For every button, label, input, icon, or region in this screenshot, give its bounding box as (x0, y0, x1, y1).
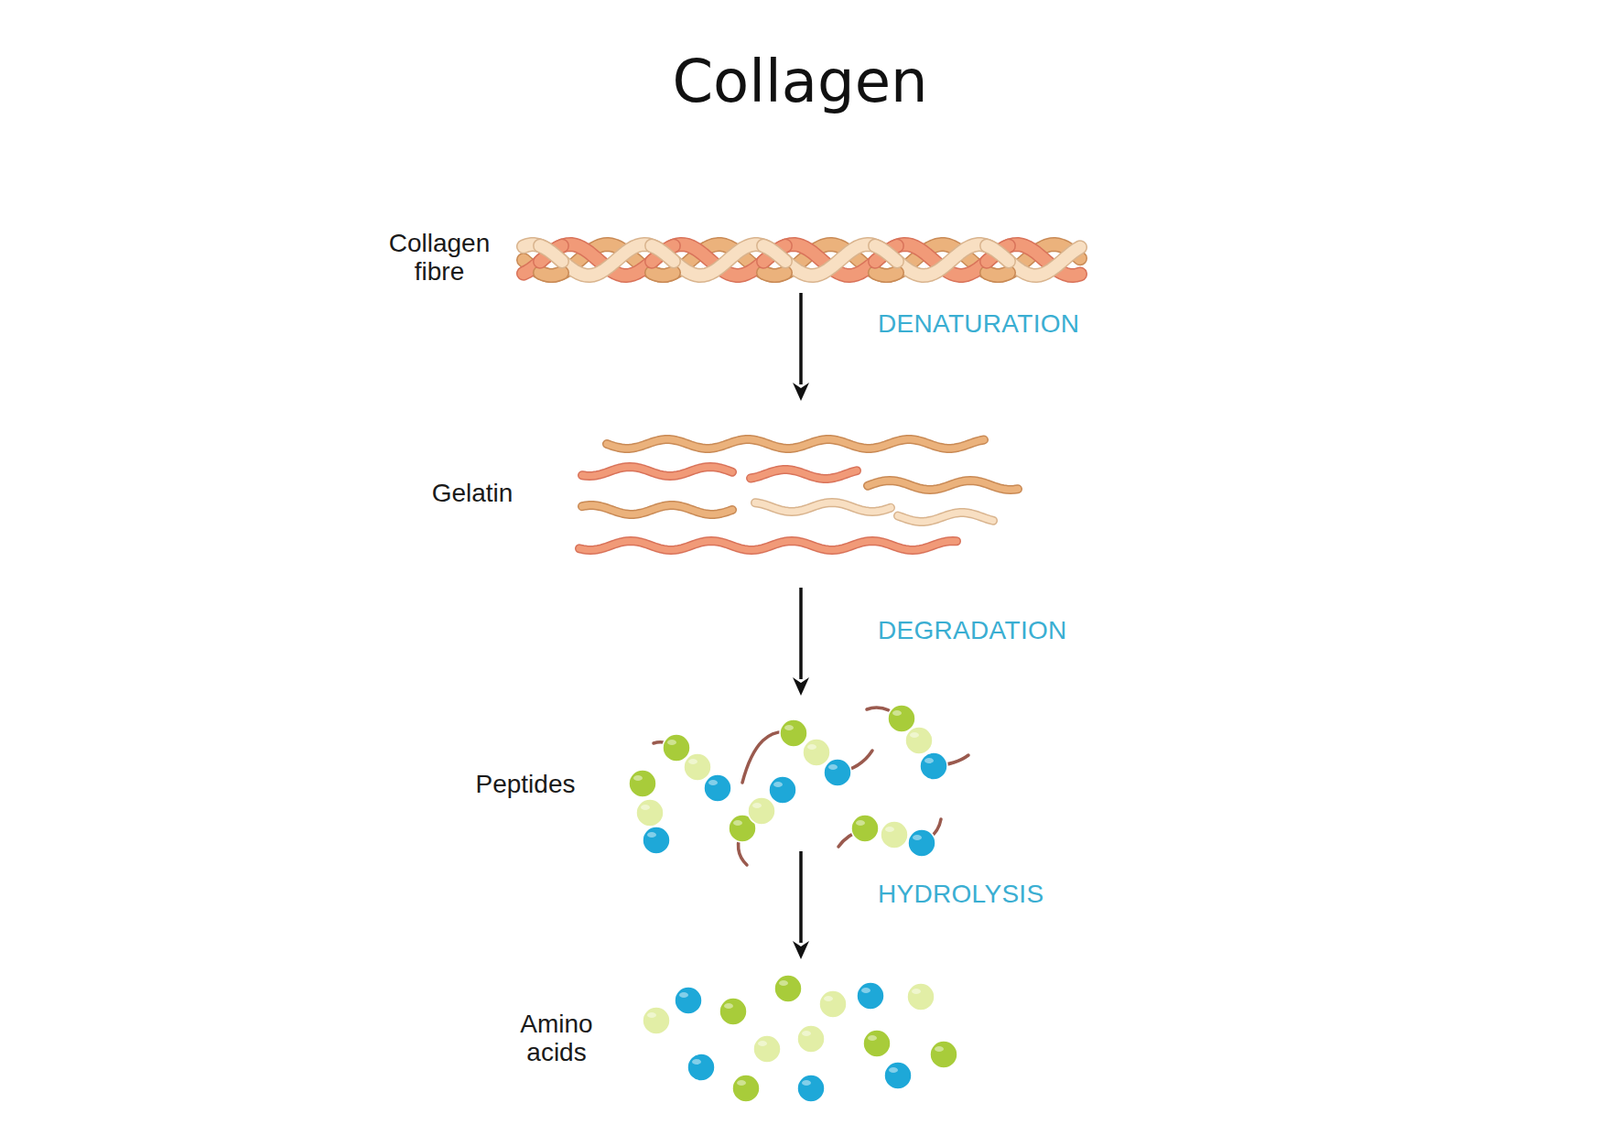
stage-node: Peptides (366, 697, 1099, 850)
arrow-shaft (799, 292, 803, 385)
arrow-head (792, 382, 810, 401)
arrow-shaft (799, 851, 803, 943)
process-arrow (792, 851, 810, 960)
stage-node: Amino acids (366, 961, 1099, 1110)
process-label: DEGRADATION (877, 616, 1068, 646)
arrow-shaft (799, 587, 803, 680)
stage-node: Collagen fibre (366, 228, 1099, 292)
process-label: DENATURATION (877, 309, 1080, 339)
diagram-title: Collagen (0, 47, 1600, 116)
amino-acids-drawing (642, 974, 958, 1103)
process-arrow (792, 587, 810, 696)
stage-label: Amino acids (510, 1009, 603, 1068)
process-label: HYDROLYSIS (877, 879, 1044, 909)
peptides-drawing (628, 704, 969, 865)
process-arrow (792, 292, 810, 401)
stage-node: Gelatin (366, 402, 1099, 586)
stage-label: Peptides (461, 769, 590, 799)
stage-label: Collagen fibre (379, 228, 499, 287)
arrow-head (792, 677, 810, 696)
stage-label: Gelatin (412, 478, 532, 508)
gelatin-drawing (579, 439, 1018, 551)
arrow-head (792, 940, 810, 960)
collagen-fibre-drawing (523, 244, 1081, 276)
